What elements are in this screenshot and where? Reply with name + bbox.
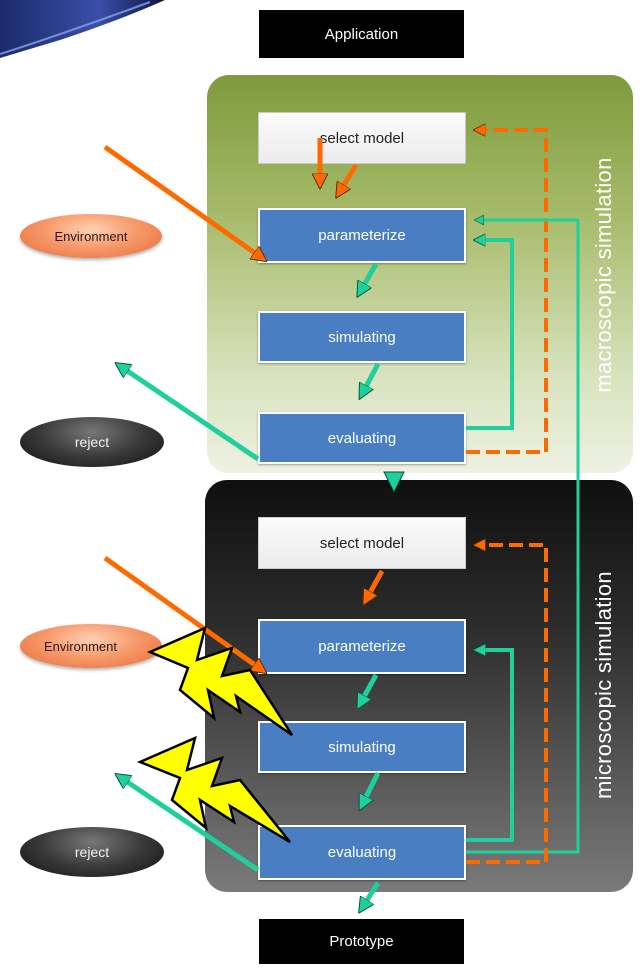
micro-simulating-box: simulating (258, 721, 466, 773)
macro-eval-to-select-loop (466, 130, 548, 454)
macro-environment-arrow (103, 144, 262, 258)
macro-evaluating-box: evaluating (258, 412, 466, 464)
micro-environment-ellipse: Environment (20, 624, 162, 668)
macro-select-to-param-arrow (339, 163, 359, 193)
micro-reject-ellipse: reject (20, 827, 164, 877)
micro-eval-to-macro-param-loop (466, 220, 580, 854)
macro-reject-arrow (120, 366, 260, 462)
micro-to-prototype-arrow (362, 881, 381, 908)
micro-evaluating-box: evaluating (258, 825, 466, 880)
prototype-box: Prototype (259, 919, 464, 964)
macro-parameterize-box: parameterize (258, 208, 466, 263)
micro-eval-to-select-loop (466, 545, 548, 864)
micro-environment-arrow (103, 555, 262, 670)
micro-parameterize-box: parameterize (258, 619, 466, 674)
macro-param-to-sim-arrow (360, 262, 379, 292)
micro-select-model-box: select model (258, 517, 466, 569)
application-box: Application (259, 10, 464, 58)
micro-reject-arrow (120, 777, 260, 873)
macro-to-micro-arrow (383, 471, 405, 494)
macro-environment-ellipse: Environment (20, 214, 162, 258)
macro-sim-to-eval-arrow (362, 362, 381, 394)
macro-select-model-box: select model (258, 112, 466, 164)
decorative-corner-swoosh (0, 0, 170, 60)
micro-eval-to-param-loop (466, 650, 514, 842)
macro-reject-ellipse: reject (20, 417, 164, 467)
macro-simulating-box: simulating (258, 311, 466, 363)
lightning-bolt-icon (146, 625, 294, 737)
micro-param-to-sim-arrow (360, 673, 379, 704)
macro-eval-to-param-loop (466, 240, 514, 430)
micro-sim-to-eval-arrow (362, 771, 381, 805)
micro-select-to-param-arrow (366, 569, 385, 600)
lightning-bolt-icon (136, 735, 291, 844)
